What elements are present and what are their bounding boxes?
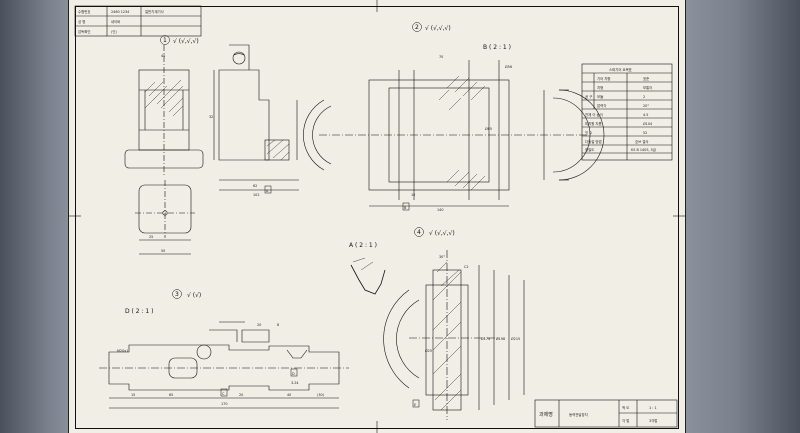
- dim-phi56: Ø56: [505, 64, 512, 69]
- view4-symbols: √ (√,√,√): [429, 230, 455, 237]
- gear-row9-a: 정밀도: [585, 147, 594, 152]
- dim-40b: 40: [287, 393, 291, 397]
- view2-number: 2: [415, 24, 419, 31]
- dim-phi198: Ø198: [496, 336, 505, 341]
- title-scale-value: 1 : 1: [649, 406, 657, 410]
- gear-row4-a: 압력각: [597, 103, 606, 108]
- dim-8: 8: [277, 323, 279, 327]
- dim-170: 170: [221, 402, 227, 406]
- dim-phi85: Ø85: [485, 126, 492, 131]
- title-scale-label: 척 도: [622, 405, 629, 410]
- gear-row3-a: 모듈: [597, 94, 603, 99]
- dim-324: 3.24: [291, 381, 299, 385]
- gear-row7-b: 52: [643, 131, 647, 135]
- drawing-canvas: 수험번호 2460 1234 일반기계기사 성 명 네이버 감독확인 (인) 1…: [69, 0, 685, 433]
- view1-number: 1: [163, 37, 167, 44]
- dim-62: 62: [253, 184, 257, 188]
- gear-row5-a: 전체 이 높이: [585, 112, 603, 117]
- gear-row1-a: 기어 치형: [597, 76, 611, 81]
- gear-row4-b: 20°: [643, 104, 649, 108]
- dim-20: 20: [239, 393, 243, 397]
- header-row3-label: 감독확인: [78, 29, 90, 34]
- dim-phi174: Ø174: [481, 336, 490, 341]
- header-row2-label: 성 명: [78, 19, 85, 24]
- title-method-label: 각 법: [622, 418, 629, 423]
- dim-c2: C2: [464, 265, 469, 269]
- gear-row2-a: 치형: [597, 85, 603, 90]
- view2-detail: B ( 2 : 1 ): [483, 44, 511, 51]
- datum-b: B: [404, 206, 407, 210]
- gear-row1-b: 표준: [643, 77, 649, 81]
- title-name-label: 과제명: [539, 411, 553, 418]
- view4-detail: A ( 2 : 1 ): [349, 242, 377, 249]
- view4-geometry: [350, 250, 525, 420]
- header-row2-value: 네이버: [111, 19, 120, 24]
- header-row1-value: 2460 1234: [111, 10, 129, 14]
- datum-d: D: [292, 372, 295, 376]
- dim-phi25: Ø25: [425, 348, 432, 353]
- gear-row8-b: 호브 절삭: [635, 139, 649, 144]
- drawing-sheet: 수험번호 2460 1234 일반기계기사 성 명 네이버 감독확인 (인) 1…: [68, 0, 686, 433]
- dim-angle30: 30°: [439, 255, 445, 259]
- view3-number: 3: [175, 291, 179, 298]
- gear-row6-b: Ø104: [643, 121, 652, 126]
- datum-c: C: [222, 392, 225, 396]
- gear-row8-a: 다듬질 방법: [585, 139, 602, 144]
- header-block-frame: [74, 5, 202, 37]
- dim-70: 70: [439, 55, 443, 59]
- dim-phi215: Ø215: [511, 336, 520, 341]
- view1-geometry: [124, 44, 299, 255]
- view1-symbols: √ (√,√,√): [173, 38, 199, 45]
- gear-row7-a: 잇 수: [585, 130, 592, 135]
- title-name-value: 동력전달장치: [569, 412, 588, 417]
- view4-number: 4: [417, 229, 421, 236]
- dim-65: 65: [169, 393, 173, 397]
- gear-row3-b: 2: [643, 95, 645, 99]
- title-block-frame: [534, 399, 678, 428]
- dim-40: 40: [161, 54, 165, 58]
- gear-row6-a: 피치원 지름: [585, 121, 602, 126]
- view3-symbols: √ (√): [187, 292, 201, 299]
- gear-row2-b: 보통이: [643, 85, 652, 90]
- dim-50: 50: [161, 249, 165, 253]
- view3-detail: D ( 2 : 1 ): [125, 308, 154, 315]
- dim-m20: M20x1: [117, 349, 128, 353]
- datum-e: E: [414, 403, 416, 407]
- gear-row9-b: KS B 1405, 5급: [631, 148, 656, 152]
- gear-table-title: 스퍼기어 요목표: [609, 67, 632, 72]
- header-row3-value: (인): [111, 29, 117, 34]
- header-row1-title: 일반기계기사: [145, 9, 165, 14]
- header-row1-label: 수험번호: [78, 9, 90, 14]
- dim-140: 140: [437, 208, 443, 212]
- view2-geometry: [303, 60, 605, 207]
- dim-25: 25: [149, 235, 153, 239]
- datum-a: A: [266, 189, 269, 193]
- gear-group-label: 공 구: [585, 95, 592, 99]
- dim-32: 32: [209, 115, 213, 119]
- dim-102: 102: [253, 193, 259, 197]
- dim-10: 10: [411, 193, 415, 197]
- dim-20b: 20: [257, 323, 261, 327]
- gear-row5-b: 4.5: [643, 113, 648, 117]
- view3-geometry: [99, 321, 349, 409]
- title-method-value: 3각법: [649, 418, 657, 423]
- view2-symbols: √ (√,√,√): [425, 25, 451, 32]
- dim-30: (30): [317, 393, 325, 397]
- dim-15: 15: [131, 393, 135, 397]
